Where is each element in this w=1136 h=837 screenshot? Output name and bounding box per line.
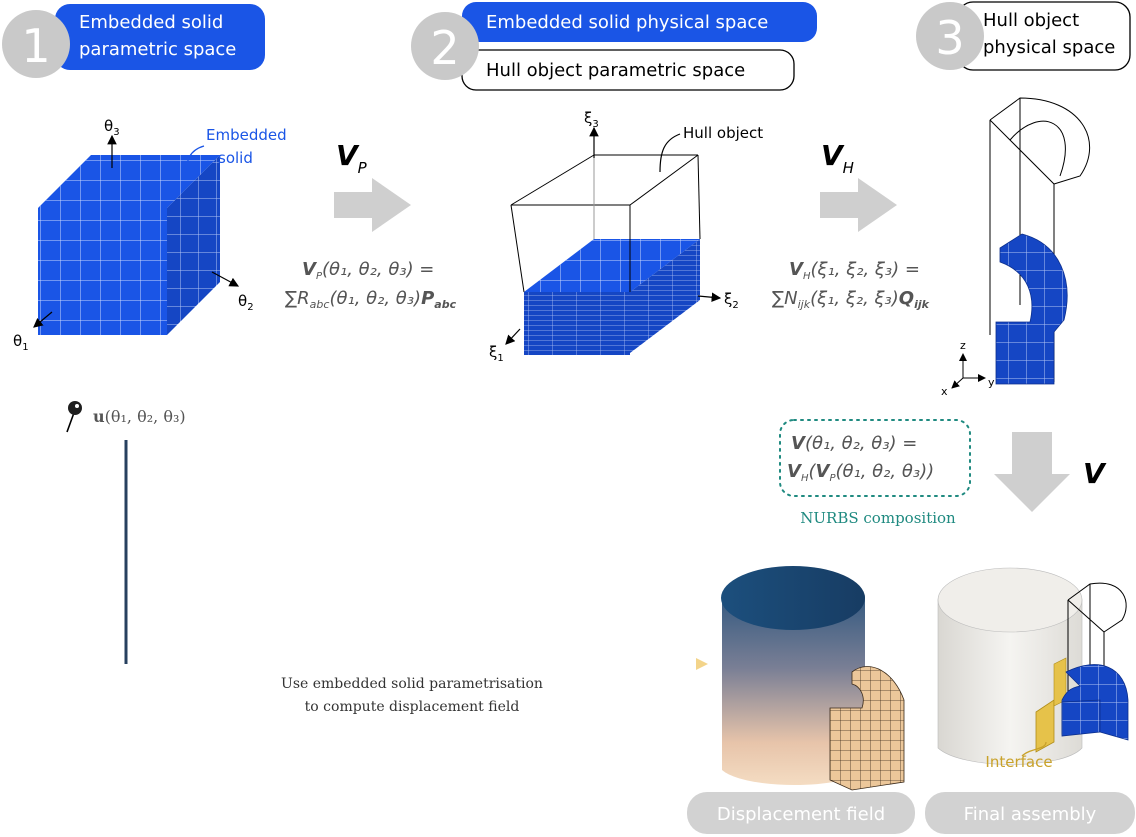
step-2-header: 2 Embedded solid physical space Hull obj… — [411, 2, 817, 91]
step-3-label-line2: physical space — [983, 37, 1115, 58]
composition-label: NURBS composition — [800, 509, 956, 527]
step-3-header: 3 Hull object physical space — [916, 1, 1131, 71]
cube-front-face — [38, 208, 167, 335]
nurbs-composition: V(θ₁, θ₂, θ₃) = VH(VP(θ₁, θ₂, θ₃)) NURBS… — [779, 419, 1107, 527]
step-1-circle — [2, 10, 70, 78]
vh-symbol: VH — [821, 139, 854, 177]
vp-arrow — [334, 178, 411, 232]
slab-front-face — [524, 292, 630, 355]
formula-vp: VP(θ₁, θ₂, θ₃) = ∑Rabc(θ₁, θ₂, θ₃)Pabc — [285, 259, 457, 311]
embedded-solid-callout-line1: Embedded — [206, 126, 287, 144]
step-3-circle — [916, 2, 984, 70]
step-3-number: 3 — [935, 11, 964, 65]
step-3-label-line1: Hull object — [983, 10, 1079, 31]
xi2-axis — [697, 292, 722, 303]
composition-line2: VH(VP(θ₁, θ₂, θ₃)) — [787, 461, 934, 484]
u-pin-head — [68, 401, 82, 415]
panel-3-hull-physical: z y x — [941, 97, 1091, 398]
cube-top-face — [38, 155, 220, 208]
displacement-field-figure — [721, 566, 905, 791]
xi2-label: ξ2 — [724, 290, 739, 311]
step-1-number: 1 — [21, 19, 50, 73]
theta2-axis — [211, 271, 240, 287]
caption-line1: Use embedded solid parametrisation — [281, 676, 543, 692]
formula-vh: VH(ξ₁, ξ₂, ξ₃) = ∑Nijk(ξ₁, ξ₂, ξ₃)Qijk — [772, 259, 930, 311]
step-2-number: 2 — [430, 21, 459, 75]
v-down-arrow — [994, 432, 1070, 512]
x-axis-small — [951, 377, 964, 389]
vh-arrow — [820, 178, 897, 232]
disp-tan-mesh — [829, 666, 905, 791]
step-1-label-line2: parametric space — [79, 39, 236, 60]
hull-object-callout-line — [659, 133, 681, 173]
step-1-label-line1: Embedded solid — [79, 12, 223, 33]
svg-text:∑Rabc(θ₁, θ₂, θ₃)Pabc: ∑Rabc(θ₁, θ₂, θ₃)Pabc — [285, 288, 457, 311]
map-vp: VP VP(θ₁, θ₂, θ₃) = ∑Rabc(θ₁, θ₂, θ₃)Pab… — [285, 139, 457, 311]
vp-symbol: VP — [336, 139, 368, 177]
interface-callout-line — [1021, 741, 1047, 757]
caption-line2: to compute displacement field — [305, 699, 520, 715]
theta1-axis — [33, 311, 53, 328]
final-cylinder-cap — [937, 567, 1083, 633]
disp-cylinder-body — [722, 573, 865, 785]
svg-text:VH(ξ₁, ξ₂, ξ₃) =: VH(ξ₁, ξ₂, ξ₃) = — [789, 259, 920, 282]
final-assembly-figure: Interface — [937, 567, 1129, 771]
interface-label: Interface — [985, 753, 1052, 771]
final-assembly-button[interactable]: Final assembly — [925, 792, 1135, 834]
step-2-label-top: Embedded solid physical space — [486, 12, 768, 33]
disp-cylinder-cap — [721, 566, 865, 630]
x-label: x — [941, 385, 948, 398]
step-2-pill-top — [462, 2, 817, 42]
y-label: y — [988, 376, 995, 389]
final-assembly-button-label: Final assembly — [964, 804, 1097, 825]
theta2-label: θ2 — [238, 292, 254, 313]
map-vh: VH VH(ξ₁, ξ₂, ξ₃) = ∑Nijk(ξ₁, ξ₂, ξ₃)Qij… — [772, 139, 930, 311]
theta3-label: θ3 — [104, 117, 120, 138]
theta1-label: θ1 — [13, 332, 29, 353]
path-arrowhead — [696, 658, 708, 670]
step-1-header: 1 Embedded solid parametric space — [2, 4, 265, 78]
cube-side-face — [167, 155, 220, 335]
displacement-field-button[interactable]: Displacement field — [687, 792, 915, 834]
panel-1-cube: θ3 θ2 θ1 Embedded solid — [13, 117, 287, 353]
step-1-pill — [55, 4, 265, 70]
final-blue-base — [1061, 699, 1101, 737]
v-symbol: V — [1083, 457, 1107, 490]
step-2-label-bottom: Hull object parametric space — [486, 60, 745, 81]
hull-object-callout: Hull object — [683, 124, 763, 142]
composition-dotted-box — [779, 419, 971, 497]
embedded-solid-callout-line — [185, 145, 205, 175]
slab-top-face — [524, 239, 700, 292]
xi1-axis — [505, 328, 521, 345]
u-label: u(θ₁, θ₂, θ₃) — [93, 407, 186, 426]
embedded-solid-callout-line2: solid — [218, 149, 253, 167]
hull-box-wireframe — [510, 154, 701, 293]
slab-right-top — [630, 239, 700, 353]
svg-text:∑Nijk(ξ₁, ξ₂, ξ₃)Qijk: ∑Nijk(ξ₁, ξ₂, ξ₃)Qijk — [772, 288, 930, 311]
u-pin-highlight — [75, 404, 79, 408]
z-label: z — [960, 339, 966, 352]
xi1-label: ξ1 — [489, 343, 504, 364]
interface-patch — [1035, 699, 1055, 753]
displacement-path: u(θ₁, θ₂, θ₃) Use embedded solid paramet… — [66, 401, 708, 715]
hull-solid-piece — [995, 233, 1068, 385]
step-2-circle — [411, 12, 479, 80]
displacement-field-button-label: Displacement field — [717, 804, 885, 825]
panel-2-hull-box: ξ3 ξ2 ξ1 Hull object — [489, 109, 763, 364]
composition-line1: V(θ₁, θ₂, θ₃) = — [791, 433, 917, 454]
svg-text:VP(θ₁, θ₂, θ₃) =: VP(θ₁, θ₂, θ₃) = — [302, 259, 434, 282]
xi3-label: ξ3 — [584, 109, 599, 130]
